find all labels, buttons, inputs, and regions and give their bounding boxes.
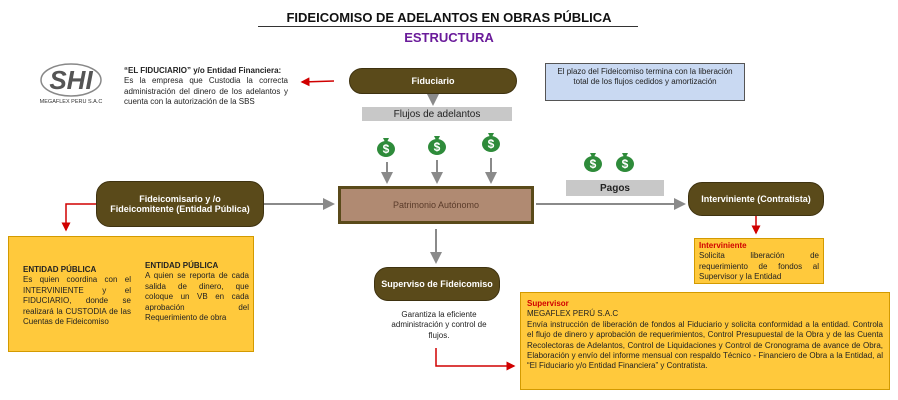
fiduciario-note: “EL FIDUCIARIO” y/o Entidad Financiera: … (124, 66, 288, 108)
page-subtitle: ESTRUCTURA (404, 30, 494, 45)
interviniente-note-body: Solicita liberación de requerimiento de … (699, 251, 819, 282)
interviniente-note-heading: Interviniente (699, 241, 747, 250)
page-title: FIDEICOMISO DE ADELANTOS EN OBRAS PÚBLIC… (286, 10, 612, 25)
money-bag-icon: $ (614, 150, 636, 177)
entidad-left: ENTIDAD PÚBLICA Es quien coordina con el… (23, 265, 131, 327)
interviniente-note: Interviniente Solicita liberación de req… (694, 238, 824, 284)
money-symbol: $ (488, 137, 495, 151)
title-underline (258, 26, 638, 27)
supervisor-note-heading: Supervisor (527, 299, 569, 308)
money-bag-icon: $ (375, 135, 397, 162)
money-symbol: $ (590, 157, 597, 171)
interviniente-node: Interviniente (Contratista) (688, 182, 824, 216)
garantiza-text: Garantiza la eficiente administración y … (391, 310, 487, 340)
supervisor-note-body: Envía instrucción de liberación de fondo… (527, 319, 883, 371)
arrow-red-supervisor (435, 348, 516, 371)
pagos-label: Pagos (566, 180, 664, 196)
entidad-left-body: Es quien coordina con el INTERVINIENTE y… (23, 275, 131, 326)
fiduciario-note-body: Es la empresa que Custodia la correcta a… (124, 76, 288, 107)
entidad-publica-box: ENTIDAD PÚBLICA Es quien coordina con el… (8, 236, 254, 352)
supervisor-note: Supervisor MEGAFLEX PERÚ S.A.C Envía ins… (520, 292, 890, 390)
flujos-label: Flujos de adelantos (362, 107, 512, 121)
money-symbol: $ (622, 157, 629, 171)
arrow-red-fideicomisario (61, 203, 96, 232)
entidad-right-body: A quien se reporta de cada salida de din… (145, 271, 249, 322)
plazo-box: El plazo del Fideicomiso termina con la … (545, 63, 745, 101)
company-logo: SHI MEGAFLEX PERU S.A.C (36, 62, 106, 106)
entidad-right: ENTIDAD PÚBLICA A quien se reporta de ca… (145, 261, 249, 323)
money-bag-icon: $ (582, 150, 604, 177)
entidad-left-heading: ENTIDAD PÚBLICA (23, 265, 97, 274)
fiduciario-node: Fiduciario (349, 68, 517, 94)
entidad-right-heading: ENTIDAD PÚBLICA (145, 261, 219, 270)
patrimonio-node: Patrimonio Autónomo (338, 186, 534, 224)
fiduciario-note-heading: “EL FIDUCIARIO” y/o Entidad Financiera: (124, 66, 282, 75)
supervisor-note-company: MEGAFLEX PERÚ S.A.C (527, 309, 619, 319)
svg-text:MEGAFLEX PERU S.A.C: MEGAFLEX PERU S.A.C (40, 99, 103, 105)
money-bag-icon: $ (426, 133, 448, 160)
supervisor-fideicomiso-node: Superviso de Fideicomiso (374, 267, 500, 301)
money-symbol: $ (434, 140, 441, 154)
svg-text:SHI: SHI (49, 65, 93, 95)
money-symbol: $ (383, 142, 390, 156)
money-bag-icon: $ (480, 130, 502, 157)
arrow-red-fiduciario (300, 77, 335, 87)
fideicomisario-node: Fideicomisario y /o Fideicomitente (Enti… (96, 181, 264, 227)
